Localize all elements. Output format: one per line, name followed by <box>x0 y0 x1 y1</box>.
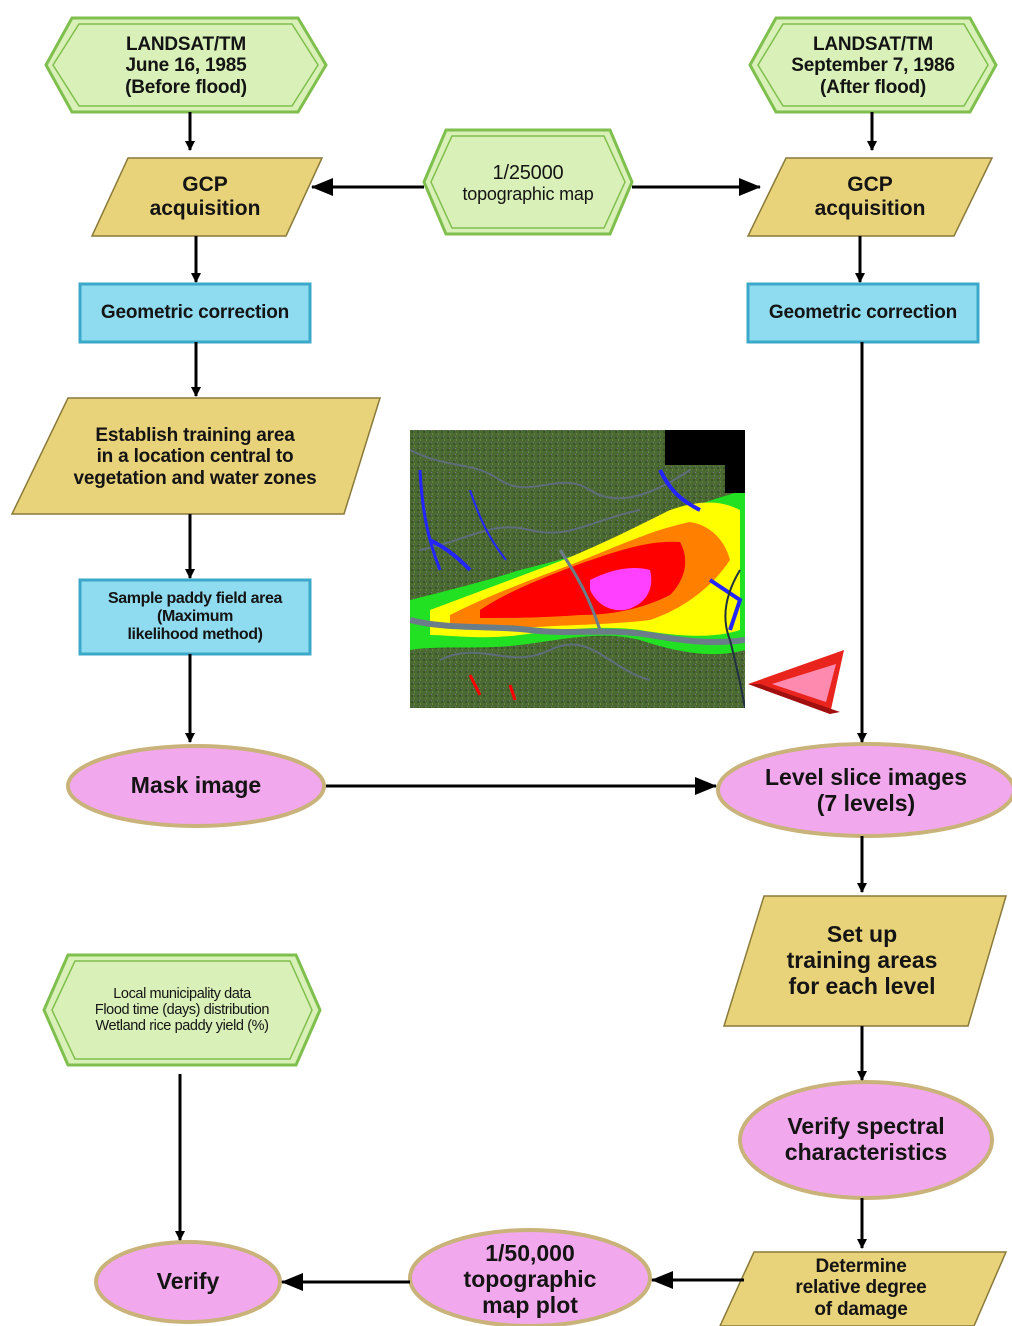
parallelogram-setup-training <box>722 895 1008 1027</box>
parallelogram-gcp-right <box>746 157 994 237</box>
pointer-arrow-icon <box>748 650 844 714</box>
label-map-plot: 1/50,000 topographic map plot <box>463 1240 597 1318</box>
ellipse-verify-spectral <box>738 1080 994 1200</box>
ellipse-mask-image <box>66 744 326 828</box>
label-mask-image: Mask image <box>130 772 262 799</box>
label-damage: Determine relative degree of damage <box>795 1256 927 1320</box>
parallelogram-damage <box>719 1251 1008 1326</box>
hexagon-landsat-after <box>748 16 998 114</box>
rect-sample-paddy <box>78 578 312 656</box>
label-verify-spectral: Verify spectral characteristics <box>784 1113 948 1165</box>
hexagon-local-data <box>42 953 322 1067</box>
label-setup-training: Set up training areas for each level <box>786 921 938 999</box>
label-geo-right: Geometric correction <box>768 302 958 324</box>
label-training-area: Establish training area in a location ce… <box>73 425 317 489</box>
label-gcp-right: GCP acquisition <box>814 173 926 220</box>
hexagon-landsat-before <box>44 16 328 114</box>
label-verify: Verify <box>156 1268 220 1295</box>
label-geo-left: Geometric correction <box>100 302 290 324</box>
ellipse-map-plot <box>408 1228 652 1326</box>
label-topo-map: 1/25000 topographic map <box>462 161 594 205</box>
ellipse-verify <box>94 1240 282 1324</box>
ellipse-level-slice <box>716 742 1012 838</box>
rect-geo-right <box>746 282 980 344</box>
label-gcp-left: GCP acquisition <box>149 173 261 220</box>
flood-satellite-image <box>410 430 745 708</box>
label-local-data: Local municipality data Flood time (days… <box>94 985 270 1035</box>
label-landsat-after: LANDSAT/TM September 7, 1986 (After floo… <box>791 34 955 98</box>
parallelogram-training-area <box>10 397 382 515</box>
hexagon-topo-map <box>422 128 634 236</box>
rect-geo-left <box>78 282 312 344</box>
label-landsat-before: LANDSAT/TM June 16, 1985 (Before flood) <box>125 34 247 98</box>
parallelogram-gcp-left <box>90 157 324 237</box>
arrows <box>175 112 877 1291</box>
label-sample-paddy: Sample paddy field area (Maximum likelih… <box>108 590 282 643</box>
label-level-slice: Level slice images (7 levels) <box>764 764 967 816</box>
